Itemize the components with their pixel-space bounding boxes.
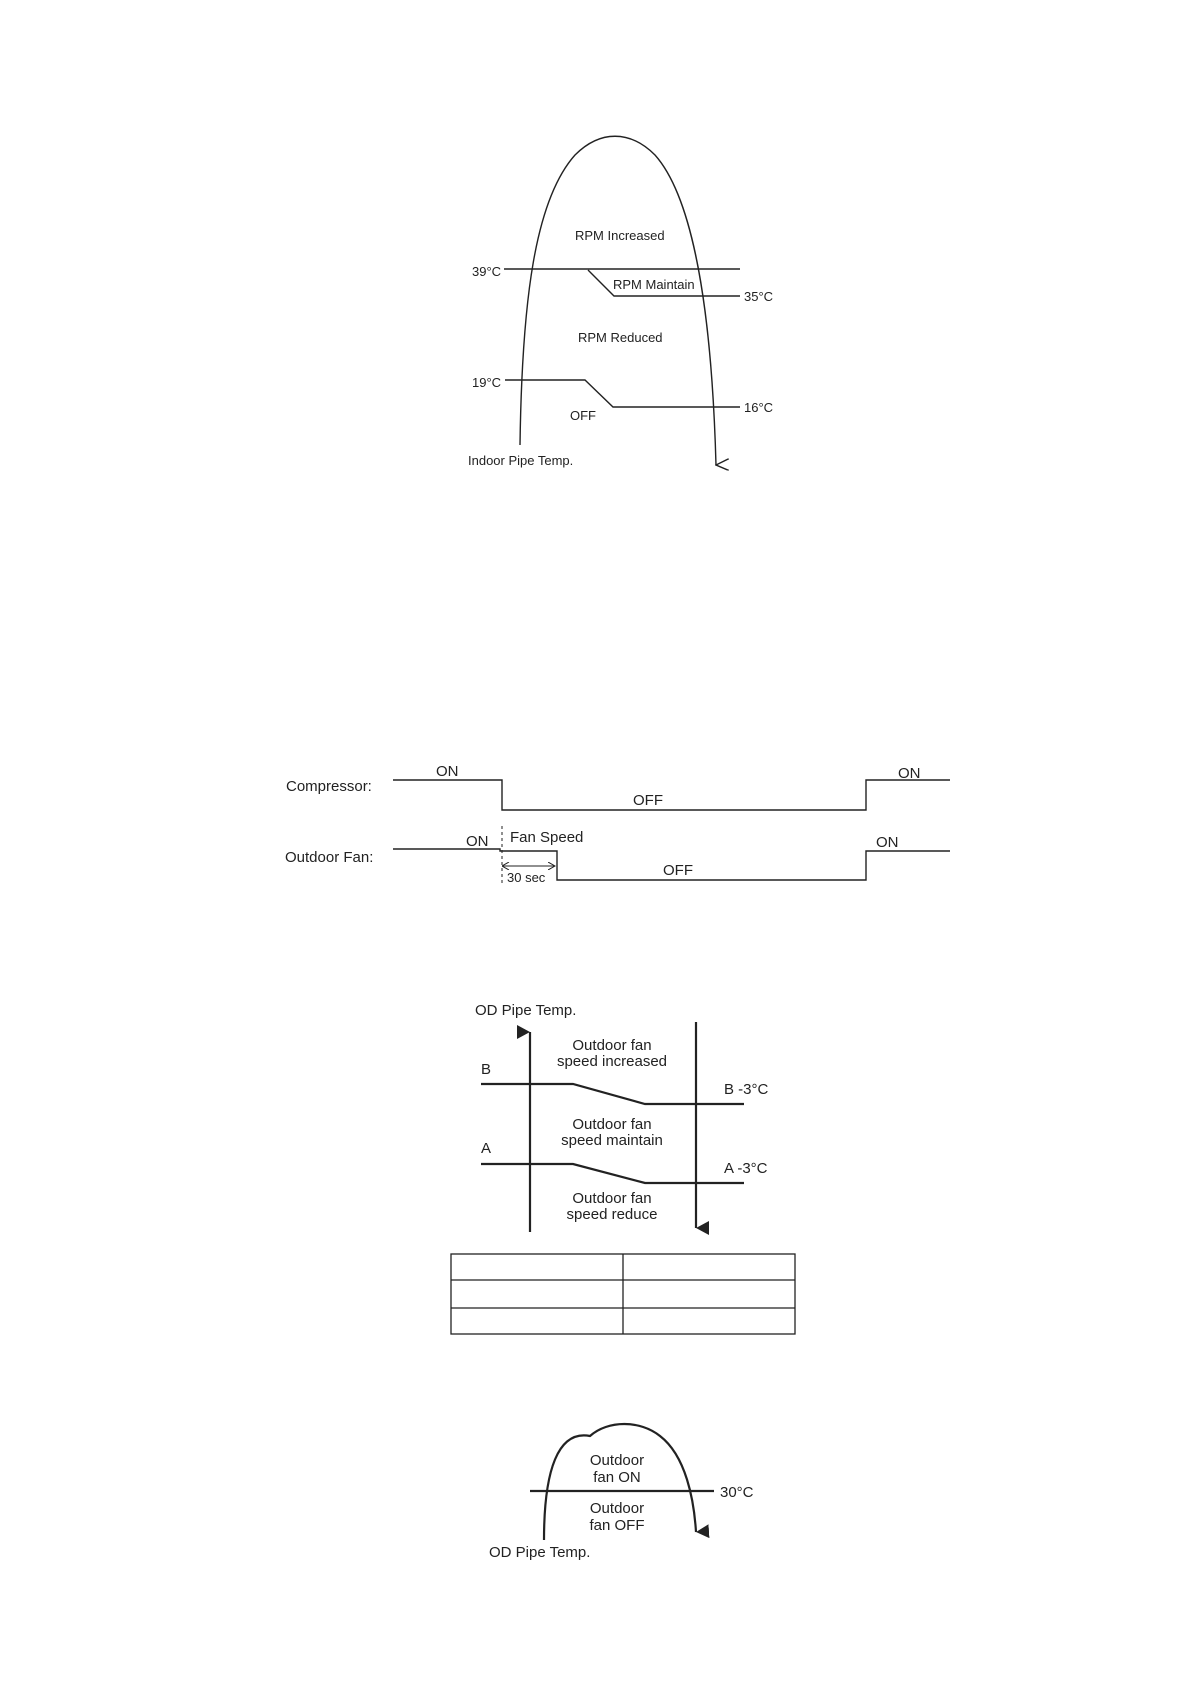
threshold-19-label: 19°C [472,375,501,390]
outdoor-fan-on-off-diagram: Outdoor fan ON Outdoor fan OFF 30°C OD P… [489,1422,754,1561]
speed-increased-line1: Outdoor fan [572,1037,651,1054]
fan-off: OFF [663,862,693,879]
od-pipe-fan-speed-diagram: OD Pipe Temp. B A B -3°C A -3°C Outdoor … [475,1002,769,1235]
threshold-a-line [481,1162,744,1185]
fan-on-right: ON [876,834,899,851]
indoor-axis-label: Indoor Pipe Temp. [468,453,573,468]
compressor-label: Compressor: [286,778,372,795]
compressor-fan-timing-diagram: Compressor: Outdoor Fan: ON OFF ON ON Fa… [285,763,950,885]
speed-maintain-line2: speed maintain [561,1132,663,1149]
rpm-maintain-label: RPM Maintain [613,277,695,292]
fan-on-line2: fan ON [593,1469,641,1486]
fan-off-line2: fan OFF [589,1517,644,1534]
compressor-on-right: ON [898,765,921,782]
od-axis-label: OD Pipe Temp. [475,1002,576,1019]
b-minus-label: B -3°C [724,1081,769,1098]
a-label: A [481,1140,491,1157]
rpm-increased-label: RPM Increased [575,228,665,243]
threshold-line-35 [587,269,740,297]
speed-reduce-line2: speed reduce [567,1206,658,1223]
threshold-30-label: 30°C [720,1484,754,1501]
threshold-b-line [481,1082,744,1106]
threshold-16-label: 16°C [744,400,773,415]
speed-reduce-line1: Outdoor fan [572,1190,651,1207]
fan-speed-label: Fan Speed [510,829,583,846]
od-pipe-axis-label: OD Pipe Temp. [489,1544,590,1561]
speed-maintain-line1: Outdoor fan [572,1116,651,1133]
outdoor-fan-signal [393,848,950,881]
fan-on-line1: Outdoor [590,1452,644,1469]
od-temp-curve [542,1422,710,1541]
fan-on-left: ON [466,833,489,850]
fan-off-line1: Outdoor [590,1500,644,1517]
rpm-reduced-label: RPM Reduced [578,330,663,345]
outdoor-fan-label: Outdoor Fan: [285,849,373,866]
compressor-signal [393,779,950,811]
compressor-off: OFF [633,792,663,809]
b-label: B [481,1061,491,1078]
off-zone-label: OFF [570,408,596,423]
a-minus-label: A -3°C [724,1160,768,1177]
compressor-on-left: ON [436,763,459,780]
indoor-pipe-temp-diagram: RPM Increased RPM Maintain RPM Reduced O… [468,135,773,468]
speed-increased-line2: speed increased [557,1053,667,1070]
threshold-39-label: 39°C [472,264,501,279]
threshold-35-label: 35°C [744,289,773,304]
delay-label: 30 sec [507,870,546,885]
threshold-line-19 [505,379,740,408]
temperature-curve [519,135,716,465]
empty-table [450,1253,796,1335]
